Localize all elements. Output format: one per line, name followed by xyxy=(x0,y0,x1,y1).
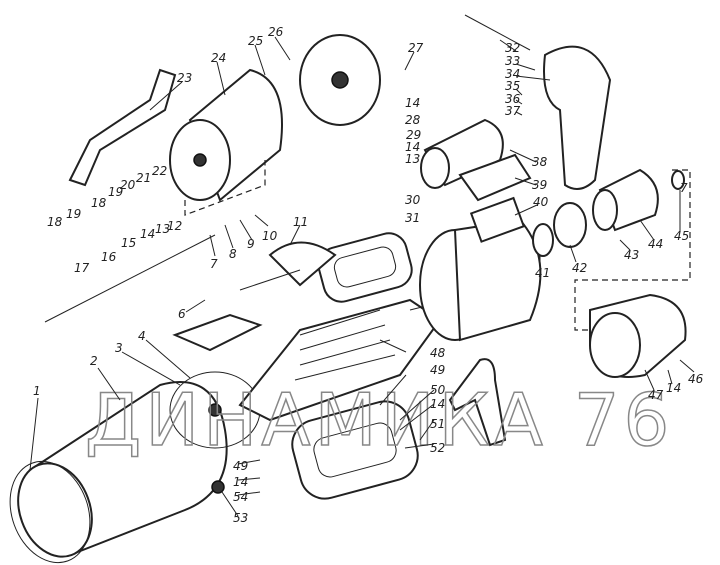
label: 49 xyxy=(430,363,445,377)
label: 52 xyxy=(430,441,445,455)
assembly-dash-line xyxy=(574,169,691,331)
label: 13 xyxy=(155,222,170,236)
label: 7 xyxy=(210,257,218,271)
through-bolt xyxy=(44,234,216,323)
ring-41 xyxy=(532,223,554,257)
label: 34 xyxy=(505,67,520,81)
label: 2 xyxy=(90,354,98,368)
label: 22 xyxy=(152,164,167,178)
assembly-dash-line xyxy=(184,160,266,216)
label: 1 xyxy=(33,384,41,398)
label: 40 xyxy=(533,195,549,209)
flange-42 xyxy=(553,202,587,248)
label: 37 xyxy=(505,104,521,118)
label: 29 xyxy=(406,128,421,142)
label: 9 xyxy=(247,237,255,251)
clamp-bolt xyxy=(464,14,531,51)
label: 41 xyxy=(535,266,550,280)
label: 14 xyxy=(405,140,420,154)
end-cap xyxy=(169,68,283,202)
part-labels: 1 2 3 4 6 7 8 9 10 11 12 13 14 15 16 17 … xyxy=(33,25,704,525)
label: 14 xyxy=(430,397,445,411)
label: 16 xyxy=(101,250,117,264)
brush-holder xyxy=(299,34,381,126)
label: 50 xyxy=(430,383,446,397)
label: 6 xyxy=(178,307,186,321)
label: 8 xyxy=(229,247,237,261)
label: 25 xyxy=(248,34,263,48)
label: 33 xyxy=(505,54,520,68)
label: 7 xyxy=(680,181,688,195)
watermark: ДИНАМИКА 76 xyxy=(85,378,673,462)
drive-pinion xyxy=(532,168,685,257)
label: 36 xyxy=(505,92,521,106)
label: 10 xyxy=(262,229,278,243)
label: 45 xyxy=(674,229,689,243)
label: 30 xyxy=(405,193,421,207)
label: 38 xyxy=(532,155,548,169)
label: 4 xyxy=(138,329,146,343)
nose-housing xyxy=(589,293,687,378)
label: 18 xyxy=(91,196,107,210)
label: 14 xyxy=(233,475,248,489)
label: 15 xyxy=(121,236,136,250)
label: 53 xyxy=(233,511,248,525)
label: 14 xyxy=(405,96,420,110)
label: 44 xyxy=(648,237,663,251)
bracket xyxy=(68,68,177,187)
label: 32 xyxy=(505,41,520,55)
label: 54 xyxy=(233,490,248,504)
label: 46 xyxy=(688,372,704,386)
coil-11 xyxy=(239,241,337,291)
label: 24 xyxy=(211,51,226,65)
leader-lines xyxy=(29,36,695,517)
plug-53 xyxy=(211,480,225,494)
label: 18 xyxy=(47,215,63,229)
solenoid-body xyxy=(420,118,532,202)
label: 19 xyxy=(108,185,123,199)
label: 27 xyxy=(408,41,424,55)
housing-tube xyxy=(9,381,228,564)
pole-shoe xyxy=(172,313,263,352)
label: 17 xyxy=(74,261,90,275)
label: 3 xyxy=(115,341,123,355)
label: 14 xyxy=(666,381,681,395)
label: 48 xyxy=(430,346,446,360)
field-coil-lower xyxy=(291,400,419,500)
label: 21 xyxy=(136,171,151,185)
label: 43 xyxy=(624,248,639,262)
label: 26 xyxy=(268,25,284,39)
label: 23 xyxy=(177,71,192,85)
label: 11 xyxy=(293,215,308,229)
label: 12 xyxy=(167,219,182,233)
label: 39 xyxy=(532,178,547,192)
label: 31 xyxy=(405,211,420,225)
label: 51 xyxy=(430,417,445,431)
field-coil-upper xyxy=(317,232,413,303)
label: 35 xyxy=(505,79,520,93)
label: 47 xyxy=(648,388,664,402)
label: 14 xyxy=(140,227,155,241)
clamp-bracket xyxy=(543,45,612,190)
label: 49 xyxy=(233,459,248,473)
label: 42 xyxy=(572,261,587,275)
label: 20 xyxy=(120,178,136,192)
shift-lever xyxy=(448,358,507,447)
label: 13 xyxy=(405,152,420,166)
label: 28 xyxy=(405,113,421,127)
drive-housing xyxy=(419,196,542,342)
label: 19 xyxy=(66,207,81,221)
